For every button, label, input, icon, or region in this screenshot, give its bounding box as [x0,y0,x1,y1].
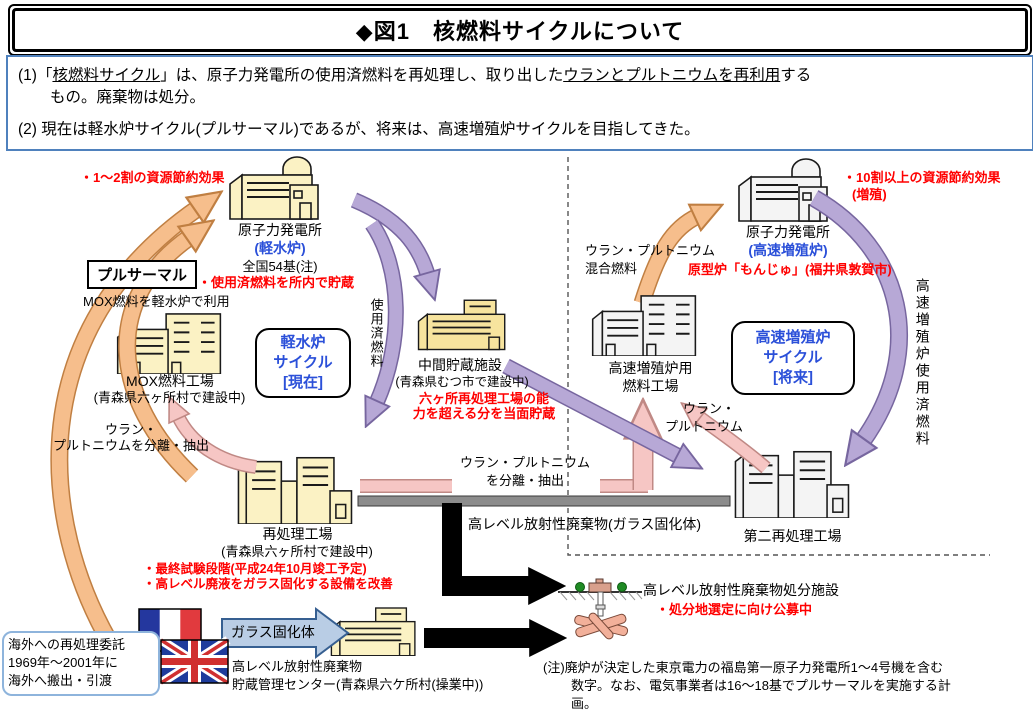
label-footnote-2: 数字。なお、電気事業者は16～18基でプルサーマルを実施する計 [571,678,951,693]
fbr-fuel-factory-building [591,294,697,356]
intro-text: する [780,67,812,84]
label-mixed-fuel-1: ウラン・プルトニウム [585,243,716,258]
intro-underlined-term: ウランとプルトニウムを再利用 [563,67,781,84]
title-frame: ◆図1 核燃料サイクルについて [8,4,1032,56]
label-repro-location: (青森県六ヶ所村で建設中) [221,544,373,559]
label-separate-upu-left-1: ウラン・ [104,422,157,437]
label-overseas-2: 1969年～2001年に [8,655,118,671]
label-disposal-name: 高レベル放射性廃棄物処分施設 [643,582,839,598]
label-fbr-factory-2: 燃料工場 [622,378,679,395]
label-upu-right-2: プルトニウム [665,419,744,434]
glass-block-arrow [221,607,350,659]
label-fbr-factory: 高速増殖炉用 燃料工場 [588,359,713,395]
label-storage-center-2: 貯蔵管理センター(青森県六ケ所村(操業中)) [232,677,484,692]
intro-text: 」は、原子力発電所の使用済燃料を再処理し、取り出した [160,67,564,84]
label-footnote-3: 画。 [571,696,598,711]
npp-lwr-building [229,156,319,220]
arrow-upu-second-repro-to-factory [698,416,771,474]
label-interim-note-2: 力を超える分を当面貯蔵 [412,406,556,421]
label-resource-saving-fbr-2: (増殖) [852,187,887,202]
label-mixed-fuel-2: 混合燃料 [585,261,638,276]
label-overseas-3: 海外へ搬出・引渡 [8,673,113,689]
label-repro-note-1: ・最終試験段階(平成24年10月竣工予定) [143,562,367,576]
lwr-cycle-box: 軽水炉 サイクル [現在] [255,328,351,398]
label-npp-lwr-type: (軽水炉) [254,240,306,256]
label-fbr-factory-1: 高速増殖炉用 [608,360,693,376]
intro-line-3: (2) 現在は軽水炉サイクル(プルサーマル)であるが、将来は、高速増殖炉サイクル… [18,120,700,138]
fbr-cycle-box: 高速増殖炉 サイクル [将来] [731,321,855,395]
label-mox-factory-name: MOX燃料工場 [126,373,214,389]
arrow-spent-fuel-to-repro [372,219,404,404]
arrow-mixed-fuel-to-fbr [633,216,698,306]
label-spent-fuel-vertical: 使用済燃料 [368,298,384,368]
label-storage-center-1: 高レベル放射性廃棄物 [232,659,363,674]
label-fbr-spent-fuel-vertical: 高速増殖炉使用済燃料 [914,278,931,448]
label-second-repro: 第二再処理工場 [743,528,842,544]
label-separate-upu-left-2: プルトニウムを分離・抽出 [52,437,209,453]
label-separate-upu-center-2: を分離・抽出 [485,473,564,488]
label-overseas-1: 海外への再処理委託 [8,637,126,652]
lwr-cycle-line1: 軽水炉 [280,334,326,351]
label-resource-saving-lwr: ・1～2割の資源節約効果 [80,170,225,185]
pluthermal-label-box: プルサーマル [87,260,198,289]
label-interim-name: 中間貯蔵施設 [418,357,502,373]
hlw-gray-bar [357,495,731,507]
arrow-upu-to-mox [178,416,258,474]
fbr-cycle-line3: [将来] [773,369,813,386]
label-footnote-1: (注)廃炉が決定した東京電力の福島第一原子力発電所1～4号機を含む [543,660,944,675]
dashed-divider [567,157,990,556]
uk-flag [158,636,231,687]
label-npp-lwr-note: ・使用済燃料を所内で貯蔵 [198,275,355,290]
fbr-cycle-line1: 高速増殖炉 [755,329,831,346]
fbr-cycle-line2: サイクル [763,349,823,366]
label-hlw-glass: 高レベル放射性廃棄物(ガラス固化体) [468,516,702,532]
intro-underlined-term: 核燃料サイクル [52,67,161,84]
lwr-cycle-line3: [現在] [283,374,323,391]
arrow-hlw-to-disposal [442,503,567,605]
npp-fbr-building [738,158,828,222]
overseas-reprocessing-box: 海外への再処理委託 1969年～2001年に 海外へ搬出・引渡 [2,631,160,696]
label-glass-arrow: ガラス固化体 [231,624,315,640]
lwr-cycle-line2: サイクル [273,354,333,371]
arrow-interim-to-second-repro [502,358,680,457]
label-npp-fbr-type: (高速増殖炉) [748,242,828,258]
label-separate-upu-left: ウラン・ プルトニウムを分離・抽出 [45,422,217,453]
arrow-fbr-spent-fuel [809,190,909,442]
label-npp-lwr-name: 原子力発電所 [238,222,322,238]
label-monju-note: 原型炉「もんじゅ」(福井県敦賀市) [688,262,892,277]
label-upu-right-1: ウラン・ [683,401,736,416]
label-pluthermal-desc: MOX燃料を軽水炉で利用 [83,294,230,309]
label-separate-upu-center-1: ウラン・プルトニウム [459,455,590,470]
intro-box: (1)「核燃料サイクル」は、原子力発電所の使用済燃料を再処理し、取り出したウラン… [6,55,1033,152]
intro-line-2: もの。廃棄物は処分。 [50,89,206,107]
label-interim-note-1: 六ヶ所再処理工場の能 [418,391,549,406]
label-repro-note-2: ・高レベル廃液をガラス固化する設備を改善 [143,577,393,591]
label-mox-factory-location: (青森県六ヶ所村で建設中) [93,390,246,405]
page-title: ◆図1 核燃料サイクルについて [12,8,1028,52]
intro-text: (1)「 [18,67,53,84]
label-resource-saving-fbr-1: ・10割以上の資源節約効果 [843,170,1001,185]
disposal-facility-icon [558,578,643,640]
arrow-spent-fuel-to-interim [350,192,428,276]
label-npp-lwr-count: 全国54基(注) [242,259,318,274]
intro-line-1: (1)「核燃料サイクル」は、原子力発電所の使用済燃料を再処理し、取り出したウラン… [18,65,1022,87]
interim-storage-building [417,299,506,351]
label-repro-name: 再処理工場 [262,526,333,542]
label-disposal-note: ・処分地選定に向け公募中 [656,602,813,617]
label-npp-fbr-name: 原子力発電所 [746,224,830,240]
label-interim-location: (青森県むつ市で建設中) [395,375,529,389]
